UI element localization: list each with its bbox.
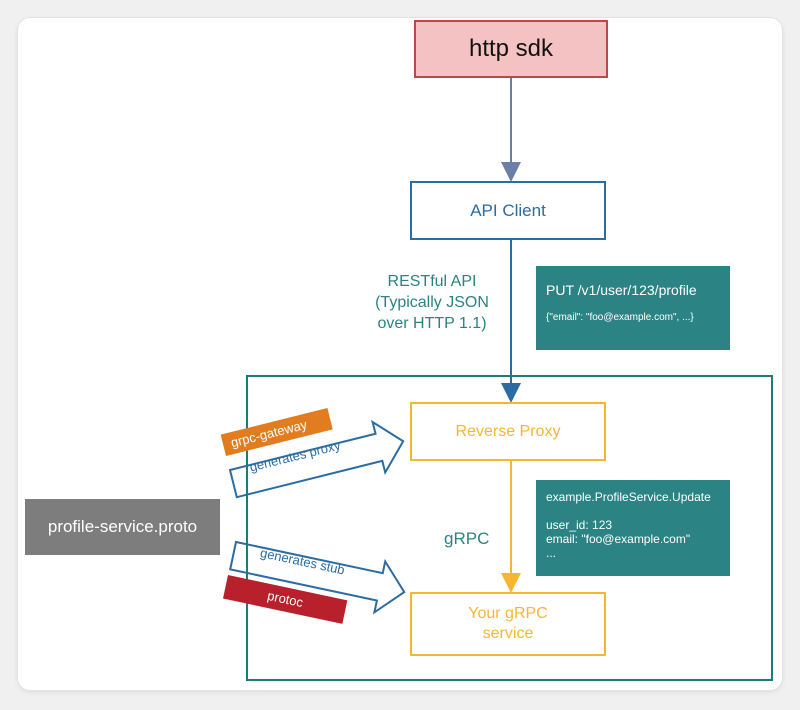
restful-line-1: RESTful API xyxy=(387,273,477,290)
api-client-box: API Client xyxy=(410,181,606,240)
grpc-method: example.ProfileService.Update xyxy=(546,490,711,504)
grpc-field-email: email: "foo@example.com" xyxy=(546,532,691,546)
generates-proxy-arrow xyxy=(228,419,405,499)
diagram-card xyxy=(18,18,782,690)
grpc-field-more: ... xyxy=(546,546,557,560)
grpc-request-note: example.ProfileService.Update user_id: 1… xyxy=(536,480,730,576)
generates-stub-arrow xyxy=(228,540,406,615)
rest-request-note: PUT /v1/user/123/profile {"email": "foo@… xyxy=(536,266,730,350)
restful-api-label: RESTful API (Typically JSON over HTTP 1.… xyxy=(352,271,512,334)
grpc-label: gRPC xyxy=(444,529,490,548)
grpc-service-label-1: Your gRPC xyxy=(468,605,548,622)
grpc-server-container xyxy=(246,375,773,681)
http-sdk-label: http sdk xyxy=(468,35,554,62)
api-client-label: API Client xyxy=(470,200,546,220)
restful-line-2: (Typically JSON xyxy=(375,294,489,311)
rest-request-body: {"email": "foo@example.com", ...} xyxy=(546,312,694,323)
grpc-service-box: Your gRPC service xyxy=(410,592,606,656)
rest-request-line: PUT /v1/user/123/profile xyxy=(546,282,697,298)
grpc-service-label-2: service xyxy=(482,625,534,642)
proto-file-box: profile-service.proto xyxy=(25,499,220,555)
reverse-proxy-box: Reverse Proxy xyxy=(410,402,606,461)
reverse-proxy-label: Reverse Proxy xyxy=(455,422,561,440)
proto-file-label: profile-service.proto xyxy=(47,517,198,536)
restful-line-3: over HTTP 1.1) xyxy=(377,315,487,332)
grpc-field-user-id: user_id: 123 xyxy=(546,518,613,532)
http-sdk-box: http sdk xyxy=(414,20,608,78)
